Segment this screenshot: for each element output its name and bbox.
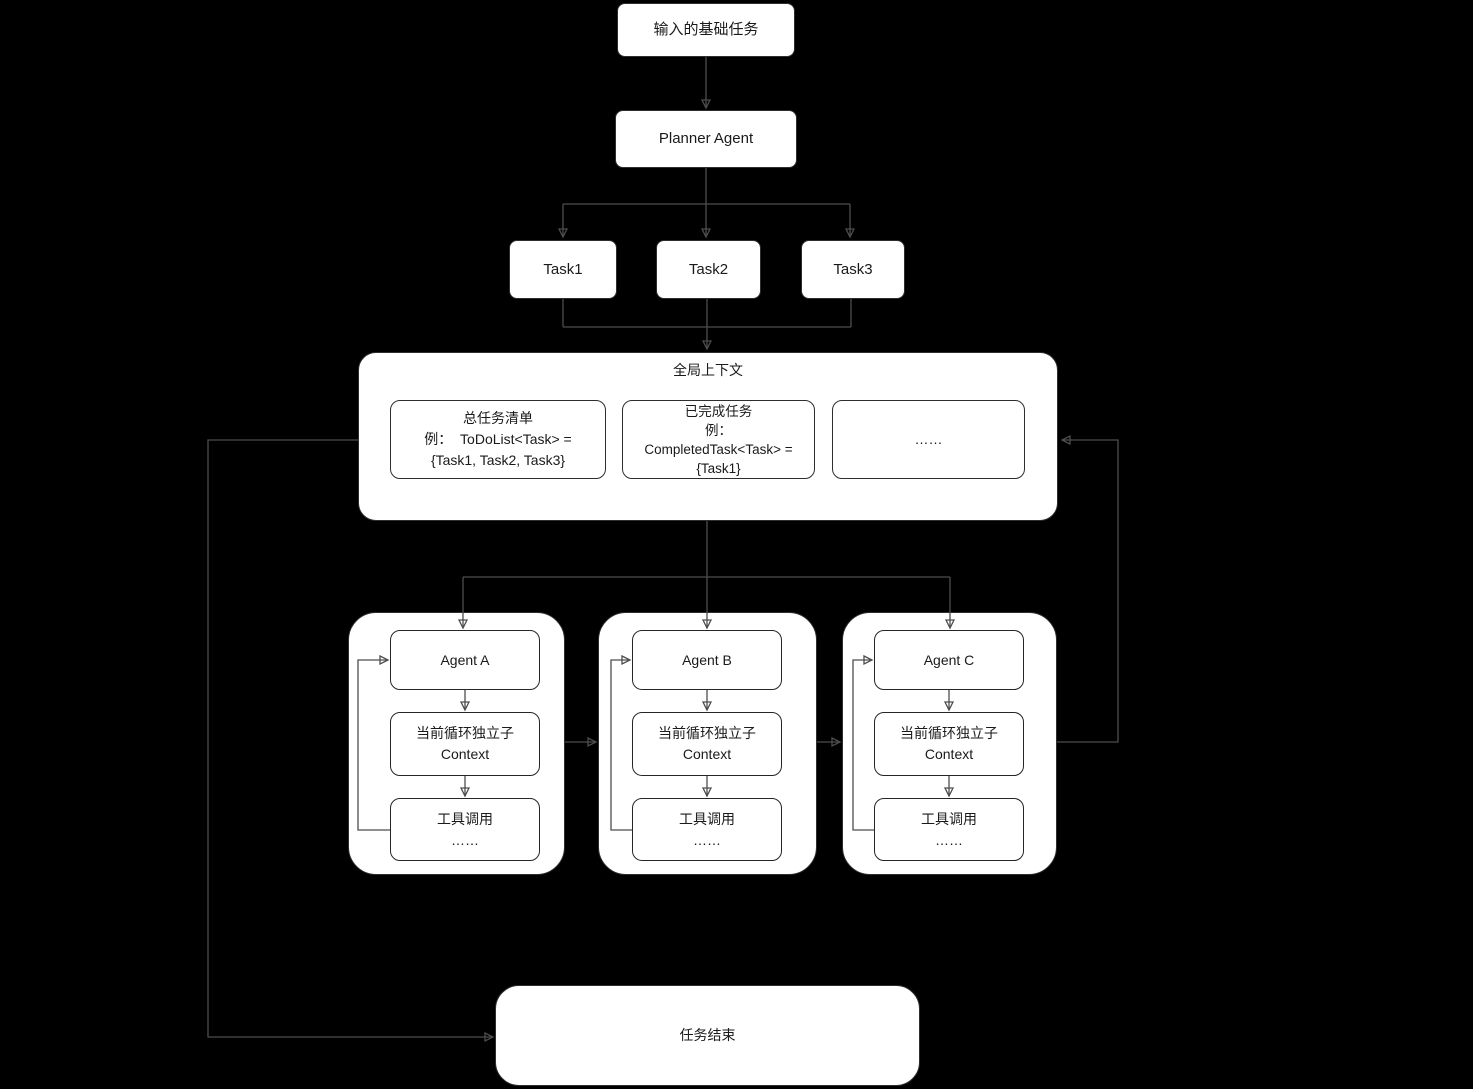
agent-name: Agent A bbox=[440, 651, 490, 668]
node-agent-c-tool-call: 工具调用 …… bbox=[874, 798, 1024, 861]
node-agent-b-tool-call: 工具调用 …… bbox=[632, 798, 782, 861]
node-planner-agent: Planner Agent bbox=[615, 110, 797, 168]
tool-line2: …… bbox=[935, 831, 963, 848]
node-agent-a-context: 当前循环独立子 Context bbox=[390, 712, 540, 776]
context-line1: 当前循环独立子 bbox=[900, 725, 998, 741]
todo-line2: 例： ToDoList<Task> = bbox=[424, 431, 572, 447]
node-agent-a: Agent A bbox=[390, 630, 540, 690]
done-line1: 已完成任务 bbox=[684, 403, 753, 419]
context-line2: Context bbox=[440, 746, 490, 762]
node-input-base-task: 输入的基础任务 bbox=[617, 3, 795, 57]
context-line1: 当前循环独立子 bbox=[658, 725, 756, 741]
node-agent-c-context: 当前循环独立子 Context bbox=[874, 712, 1024, 776]
node-label: 任务结束 bbox=[679, 1027, 736, 1044]
tool-line2: …… bbox=[693, 831, 721, 848]
node-label: Task1 bbox=[543, 260, 583, 278]
done-line3: CompletedTask<Task> = bbox=[644, 441, 793, 457]
tool-line1: 工具调用 bbox=[921, 810, 977, 827]
todo-line3: {Task1, Task2, Task3} bbox=[430, 452, 566, 468]
global-context-title: 全局上下文 bbox=[673, 362, 743, 378]
edge-planner-branch bbox=[563, 168, 850, 205]
done-line2: 例： bbox=[705, 422, 732, 438]
node-label: Task2 bbox=[688, 260, 729, 278]
agent-name: Agent C bbox=[923, 651, 975, 668]
node-context-more: …… bbox=[832, 400, 1025, 479]
tool-line2: …… bbox=[451, 831, 479, 848]
edge-agent-c-to-global bbox=[1057, 440, 1119, 743]
node-task2: Task2 bbox=[656, 240, 761, 299]
node-agent-b: Agent B bbox=[632, 630, 782, 690]
context-line2: Context bbox=[924, 746, 974, 762]
tool-line1: 工具调用 bbox=[437, 810, 493, 827]
todo-line1: 总任务清单 bbox=[463, 410, 533, 426]
node-task3: Task3 bbox=[801, 240, 905, 299]
node-agent-a-tool-call: 工具调用 …… bbox=[390, 798, 540, 861]
agent-name: Agent B bbox=[682, 651, 732, 668]
tool-line1: 工具调用 bbox=[679, 810, 735, 827]
context-line1: 当前循环独立子 bbox=[416, 725, 514, 741]
node-total-task-list: 总任务清单 例： ToDoList<Task> = {Task1, Task2,… bbox=[390, 400, 606, 479]
node-task1: Task1 bbox=[509, 240, 617, 299]
node-label: Task3 bbox=[833, 260, 873, 278]
node-agent-c: Agent C bbox=[874, 630, 1024, 690]
node-label: Planner Agent bbox=[658, 130, 754, 148]
node-task-end: 任务结束 bbox=[495, 985, 920, 1086]
done-line4: {Task1} bbox=[696, 460, 741, 476]
edge-global-branch bbox=[463, 521, 950, 578]
more-label: …… bbox=[914, 431, 943, 447]
context-line2: Context bbox=[682, 746, 732, 762]
node-completed-tasks: 已完成任务 例： CompletedTask<Task> = {Task1} bbox=[622, 400, 815, 479]
node-agent-b-context: 当前循环独立子 Context bbox=[632, 712, 782, 776]
node-label: 输入的基础任务 bbox=[653, 21, 759, 39]
edge-tasks-join bbox=[562, 299, 852, 328]
